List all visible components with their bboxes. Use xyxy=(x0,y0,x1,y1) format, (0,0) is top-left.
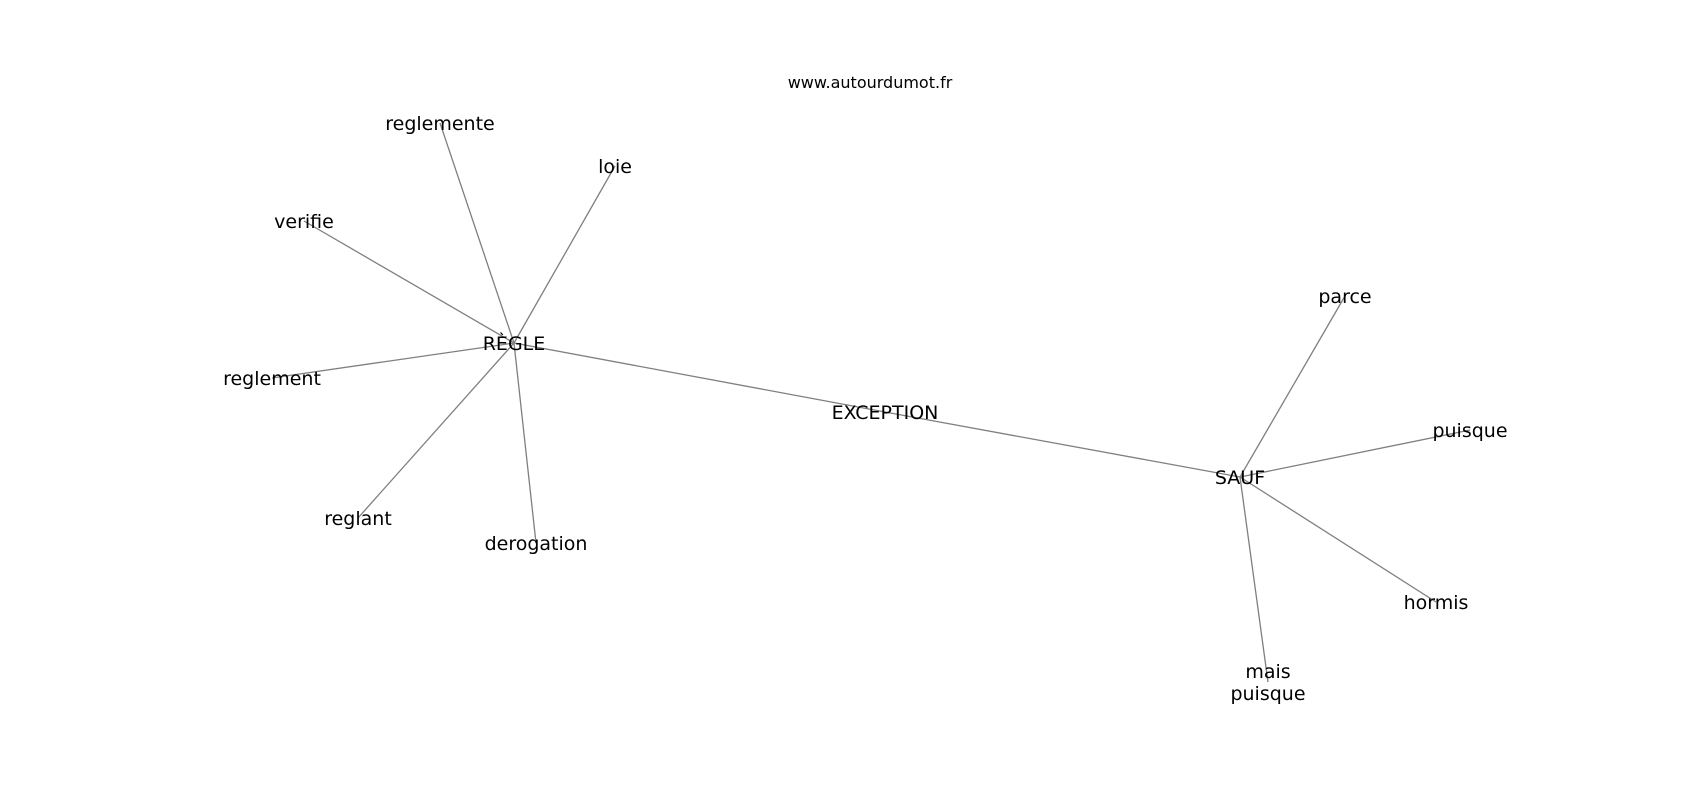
node-derogation-line: derogation xyxy=(485,533,588,555)
edge-sauf-mais-puisque xyxy=(1239,476,1269,683)
node-reglemente: reglemente xyxy=(385,113,495,135)
node-reglemente-line: reglemente xyxy=(385,113,495,135)
edge-sauf-parce xyxy=(1239,295,1346,478)
node-hormis-line: hormis xyxy=(1404,592,1469,614)
nodes: EXCEPTION RÈGLE SAUF reglemente loie verifie r… xyxy=(223,113,1507,705)
node-parce-line: parce xyxy=(1318,286,1371,308)
node-regle: RÈGLE xyxy=(483,332,546,355)
node-loie-line: loie xyxy=(598,156,632,178)
edge-sauf-puisque xyxy=(1239,429,1471,478)
edge-regle-exception xyxy=(513,342,886,413)
node-verifie-line: verifie xyxy=(274,211,334,233)
edge-regle-derogation xyxy=(513,342,537,544)
node-sauf-line: SAUF xyxy=(1215,467,1265,489)
edge-sauf-hormis xyxy=(1239,476,1437,603)
node-mais-puisque-line: mais xyxy=(1245,661,1290,683)
edge-regle-verifie xyxy=(303,220,515,344)
edge-regle-loie xyxy=(513,165,616,344)
edge-exception-sauf xyxy=(884,411,1241,478)
edge-regle-reglant xyxy=(357,342,515,519)
node-derogation: derogation xyxy=(485,533,588,555)
node-verifie: verifie xyxy=(274,211,334,233)
node-sauf: SAUF xyxy=(1215,467,1265,489)
node-hormis: hormis xyxy=(1404,592,1469,614)
edges xyxy=(271,122,1471,683)
node-loie: loie xyxy=(598,156,632,178)
node-regle-line: RÈGLE xyxy=(483,332,546,355)
node-exception-line: EXCEPTION xyxy=(832,402,939,424)
node-reglant-line: reglant xyxy=(324,508,392,530)
node-puisque-line: puisque xyxy=(1432,420,1507,442)
node-puisque: puisque xyxy=(1432,420,1507,442)
node-reglement-line: reglement xyxy=(223,368,321,390)
node-mais-puisque-line: puisque xyxy=(1230,683,1305,705)
edge-regle-reglement xyxy=(271,342,515,379)
edge-regle-reglemente xyxy=(439,122,515,344)
node-exception: EXCEPTION xyxy=(832,402,939,424)
site-label: www.autourdumot.fr xyxy=(788,73,953,92)
node-reglement: reglement xyxy=(223,368,321,390)
node-reglant: reglant xyxy=(324,508,392,530)
node-parce: parce xyxy=(1318,286,1371,308)
